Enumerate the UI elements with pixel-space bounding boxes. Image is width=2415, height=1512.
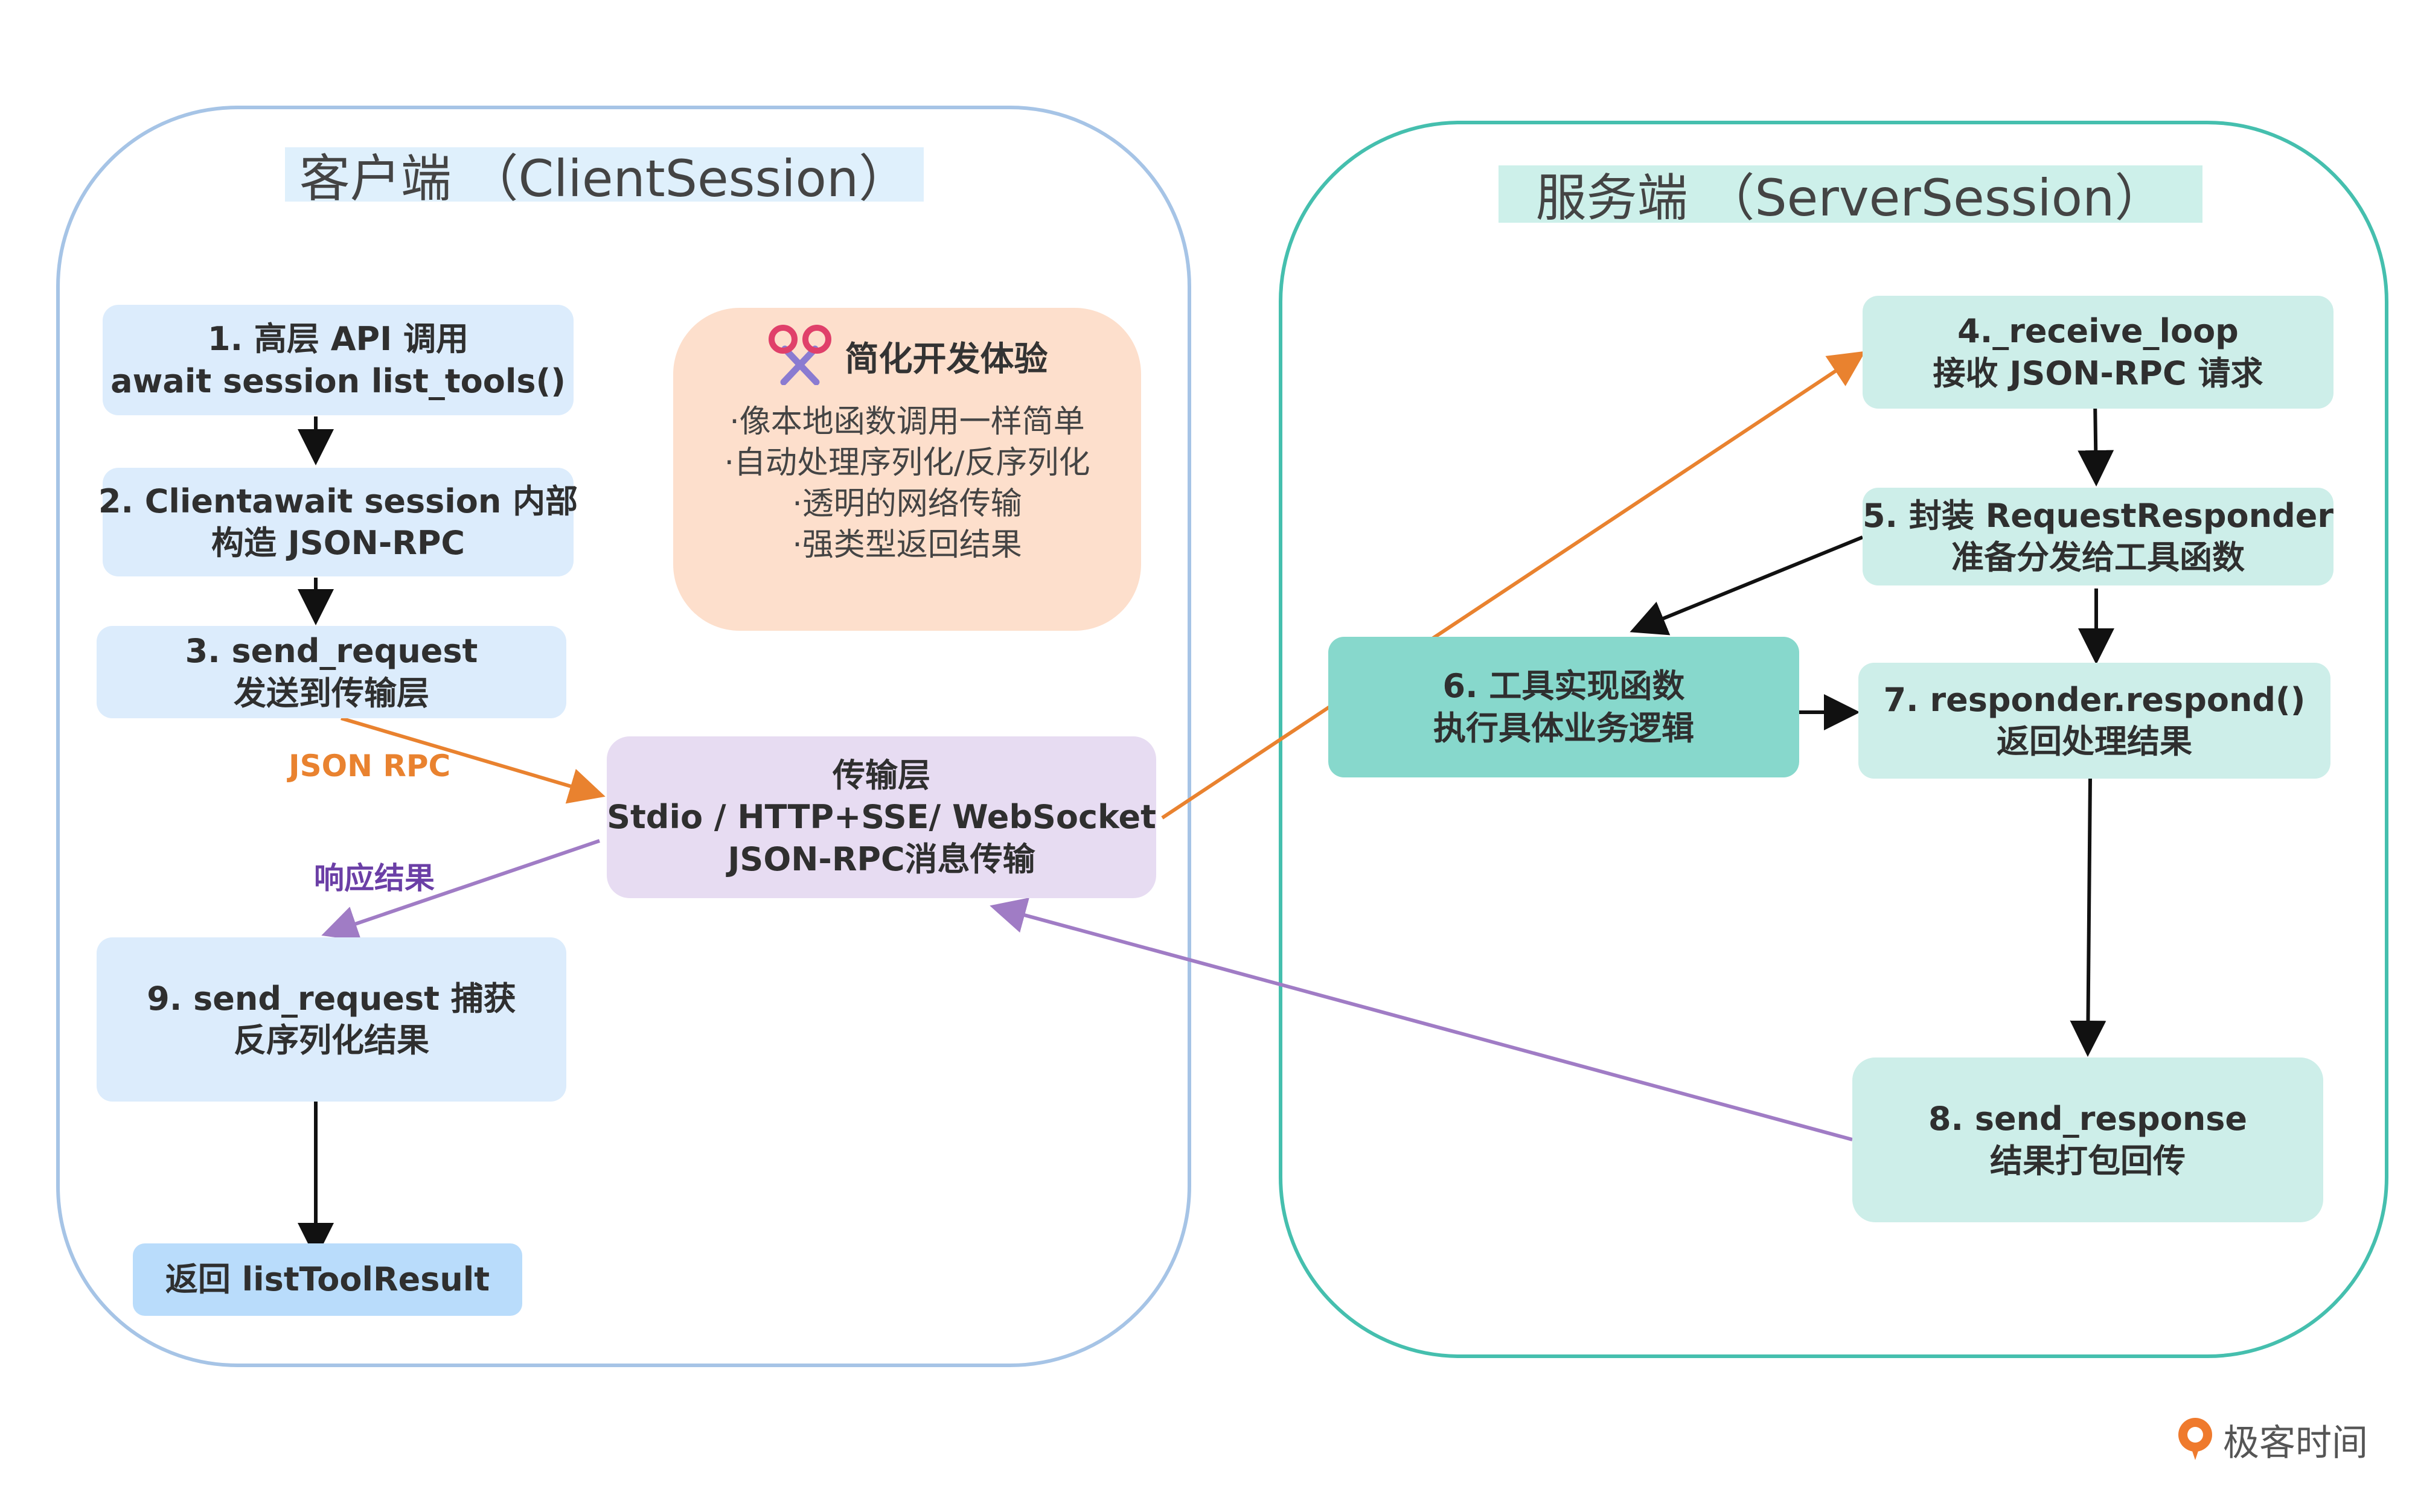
result-box: 返回 listToolResult xyxy=(133,1243,522,1316)
tip-box: 简化开发体验 ·像本地函数调用一样简单 ·自动处理序列化/反序列化 ·透明的网络… xyxy=(673,308,1141,631)
step9-line1: 9. send_request 捕获 xyxy=(147,979,516,1018)
step5-box: 5. 封装 RequestResponder 准备分发给工具函数 xyxy=(1863,488,2333,585)
result-label: 返回 listToolResult xyxy=(165,1260,490,1299)
tip-list: ·像本地函数调用一样简单 ·自动处理序列化/反序列化 ·透明的网络传输 ·强类型… xyxy=(673,401,1141,566)
step8-line2: 结果打包回传 xyxy=(1990,1141,2186,1180)
client-title: 客户端 （ClientSession） xyxy=(285,147,924,208)
response-label: 响应结果 xyxy=(314,861,435,896)
step7-line2: 返回处理结果 xyxy=(1997,723,2192,761)
transport-box: 传输层 Stdio / HTTP+SSE/ WebSocket JSON-RPC… xyxy=(607,736,1156,898)
step1-box: 1. 高层 API 调用 await session list_tools() xyxy=(103,305,574,415)
step3-line1: 3. send_request xyxy=(185,632,478,671)
tip-title: 简化开发体验 xyxy=(845,339,1048,379)
json-rpc-label: JSON RPC xyxy=(289,748,451,783)
transport-line2: Stdio / HTTP+SSE/ WebSocket xyxy=(607,798,1156,837)
step4-line2: 接收 JSON-RPC 请求 xyxy=(1933,354,2263,392)
step4-line1: 4._receive_loop xyxy=(1957,312,2239,351)
step3-line2: 发送到传输层 xyxy=(234,674,429,712)
arrow-step4-to-step5 xyxy=(2078,398,2114,486)
tip-item: ·强类型返回结果 xyxy=(792,527,1022,563)
step6-line2: 执行具体业务逻辑 xyxy=(1433,709,1694,747)
client-panel xyxy=(56,106,1191,1367)
tip-item: ·透明的网络传输 xyxy=(792,486,1022,522)
server-title: 服务端 （ServerSession） xyxy=(1499,165,2202,228)
brand-logo: 极客时间 xyxy=(2172,1412,2368,1467)
step2-line2: 构造 JSON-RPC xyxy=(211,524,465,562)
transport-line1: 传输层 xyxy=(833,756,930,795)
step8-line1: 8. send_response xyxy=(1928,1100,2248,1138)
step4-box: 4._receive_loop 接收 JSON-RPC 请求 xyxy=(1863,296,2333,409)
step5-line2: 准备分发给工具函数 xyxy=(1951,538,2245,576)
arrow-transport-to-step4 xyxy=(1161,351,1866,820)
step3-box: 3. send_request 发送到传输层 xyxy=(97,626,566,718)
logo-text: 极客时间 xyxy=(2223,1421,2368,1464)
arrow-step5-to-step6 xyxy=(1630,535,1864,636)
step9-box: 9. send_request 捕获 反序列化结果 xyxy=(97,937,566,1102)
step1-line1: 1. 高层 API 调用 xyxy=(208,320,469,359)
step6-line1: 6. 工具实现函数 xyxy=(1442,667,1685,706)
arrow-step3-to-transport xyxy=(341,716,606,804)
step6-box: 6. 工具实现函数 执行具体业务逻辑 xyxy=(1328,637,1799,777)
tip-item: ·像本地函数调用一样简单 xyxy=(729,404,1085,440)
step9-line2: 反序列化结果 xyxy=(234,1021,429,1059)
step7-line1: 7. responder.respond() xyxy=(1883,680,2306,719)
transport-line3: JSON-RPC消息传输 xyxy=(728,840,1035,878)
arrow-step8-to-transport xyxy=(990,898,1853,1141)
arrow-transport-to-step9 xyxy=(321,839,600,941)
step2-box: 2. Clientawait session 内部 构造 JSON-RPC xyxy=(98,468,578,576)
step1-line2: await session list_tools() xyxy=(110,362,566,400)
step7-box: 7. responder.respond() 返回处理结果 xyxy=(1858,663,2330,779)
step8-box: 8. send_response 结果打包回传 xyxy=(1852,1057,2323,1222)
step5-line1: 5. 封装 RequestResponder xyxy=(1862,496,2334,535)
geekbang-logo-icon xyxy=(2172,1414,2218,1465)
tip-item: ·自动处理序列化/反序列化 xyxy=(724,445,1090,481)
arrow-step7-to-step8 xyxy=(2070,778,2106,1057)
tip-header: 简化开发体验 xyxy=(673,325,1141,388)
scissors-icon xyxy=(767,325,833,388)
step2-line1: 2. Clientawait session 内部 xyxy=(98,482,578,520)
